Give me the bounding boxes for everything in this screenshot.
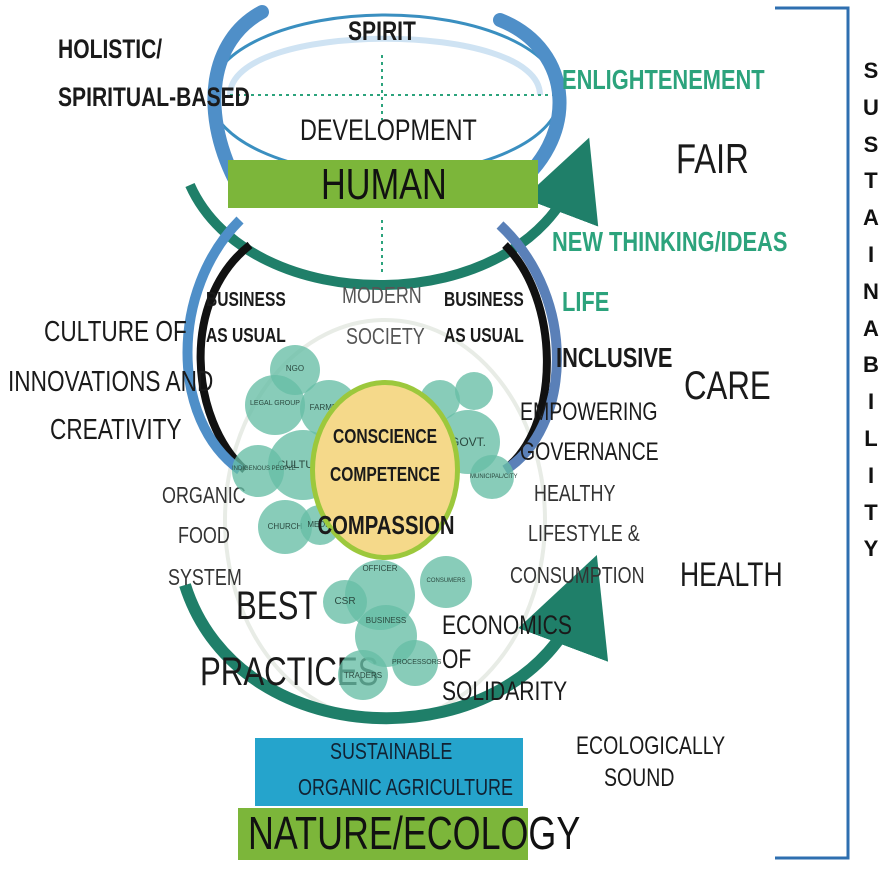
bubble-consumers — [420, 556, 472, 608]
label-human: HUMAN — [321, 160, 447, 209]
bubble-label-indigenous: INDIGENOUS PEOPLE — [232, 466, 296, 472]
bubble-indigenous — [232, 445, 284, 497]
bubble-traders — [338, 650, 388, 700]
label-system: SYSTEM — [168, 564, 242, 590]
label-culture-3: CREATIVITY — [50, 414, 182, 446]
bubble-processors — [392, 640, 438, 686]
label-sustainable: SUSTAINABLE — [330, 738, 453, 764]
sustainability-letter: S — [863, 131, 879, 157]
label-business-right-1: BUSINESS — [444, 289, 524, 311]
label-conscience: CONSCIENCE — [332, 426, 438, 448]
blue-loop-right — [496, 221, 562, 475]
sustainable-agriculture-bar — [255, 738, 523, 806]
label-inclusive: INCLUSIVE — [556, 342, 673, 373]
label-compassion: COMPASSION — [317, 510, 455, 540]
label-governance: GOVERNANCE — [520, 438, 659, 466]
sustainability-letter: A — [863, 315, 879, 341]
label-nature: NATURE/ECOLOGY — [248, 807, 581, 859]
human-bar — [228, 160, 538, 208]
label-of: OF — [442, 644, 472, 674]
label-culture-1: CULTURE OF — [44, 316, 187, 348]
sustainability-letter: B — [863, 352, 879, 378]
label-health: HEALTH — [680, 556, 783, 594]
sustainability-letter: L — [864, 425, 878, 451]
label-business-right-2: AS USUAL — [444, 325, 524, 347]
label-new-thinking: NEW THINKING/IDEAS — [552, 226, 788, 257]
label-healthy: HEALTHY — [534, 480, 616, 506]
bubble-label-csr: CSR — [334, 596, 356, 607]
label-best: BEST — [236, 584, 318, 628]
bubble-label-ngo: NGO — [285, 364, 305, 373]
sustainability-letter: I — [867, 241, 875, 267]
spirit-loop-inner — [227, 35, 543, 96]
nature-bar — [238, 808, 528, 860]
label-business-left-2: AS USUAL — [206, 325, 286, 347]
sustainability-bracket — [775, 6, 850, 860]
label-care: CARE — [684, 364, 771, 408]
teal-arc-lower — [179, 555, 608, 725]
bubble-label-govt: GOVT. — [449, 435, 486, 449]
label-enlightenment: ENLIGHTENEMENT — [562, 64, 765, 95]
black-loop-left — [196, 241, 253, 473]
sustainability-letter: S — [863, 58, 879, 83]
bubble-label-media: MEDIA — [307, 520, 333, 529]
label-lifestyle: LIFESTYLE & — [528, 520, 640, 546]
label-consumption: CONSUMPTION — [510, 562, 645, 588]
bubble-label-farmers: FARMERS — [309, 403, 349, 412]
blue-arrow-top-left — [207, 5, 269, 187]
sustainability-letter: N — [863, 278, 879, 304]
sustainability-letter: T — [864, 499, 878, 525]
label-life: LIFE — [562, 286, 610, 317]
bubble-label-legal-group: LEGAL GROUP — [250, 400, 300, 407]
label-solidarity: SOLIDARITY — [442, 676, 568, 706]
blue-loop-left — [182, 216, 244, 475]
label-spirit: SPIRIT — [348, 16, 416, 46]
bubble-label-culture: CULTURE — [277, 459, 329, 471]
sustainability-letter: A — [863, 205, 879, 231]
label-organic-agriculture: ORGANIC AGRICULTURE — [298, 774, 513, 800]
label-spiritual-based: SPIRITUAL-BASED — [58, 82, 250, 112]
sustainability-letter: I — [867, 462, 875, 488]
label-modern: MODERN — [342, 282, 422, 308]
bubble-municipality — [470, 455, 514, 499]
label-sound: SOUND — [604, 764, 675, 792]
label-holistic: HOLISTIC/ — [58, 34, 163, 64]
bubble-right-top-b — [455, 372, 493, 410]
label-business-left-1: BUSINESS — [206, 289, 286, 311]
sustainability-letter: U — [863, 94, 879, 120]
sustainability-letter: Y — [863, 536, 879, 562]
label-fair: FAIR — [676, 135, 749, 182]
bubble-label-officer: OFFICER — [362, 564, 398, 573]
label-society: SOCIETY — [346, 323, 425, 349]
core-circle — [310, 380, 460, 560]
label-organic: ORGANIC — [162, 482, 246, 508]
bubble-label-processors: PROCESSORS — [392, 659, 442, 666]
bubble-label-municipality: MUNICIPAL/CITY — [470, 474, 518, 480]
bubble-label-church: CHURCH — [267, 522, 303, 531]
sustainability-letter: I — [867, 389, 875, 415]
label-empowering: EMPOWERING — [520, 398, 658, 426]
label-competence: COMPETENCE — [329, 464, 441, 486]
label-ecologically: ECOLOGICALLY — [576, 732, 726, 760]
label-development: DEVELOPMENT — [300, 114, 477, 147]
label-economics: ECONOMICS — [442, 610, 572, 640]
bubble-label-consumers: CONSUMERS — [426, 578, 466, 584]
label-culture-2: INNOVATIONS AND — [8, 366, 214, 398]
bubble-label-business: BUSINESS — [365, 616, 407, 625]
sustainability-letter: T — [864, 168, 878, 194]
bubble-label-traders: TRADERS — [343, 671, 383, 680]
label-food: FOOD — [178, 522, 230, 548]
bubble-csr — [323, 580, 367, 624]
